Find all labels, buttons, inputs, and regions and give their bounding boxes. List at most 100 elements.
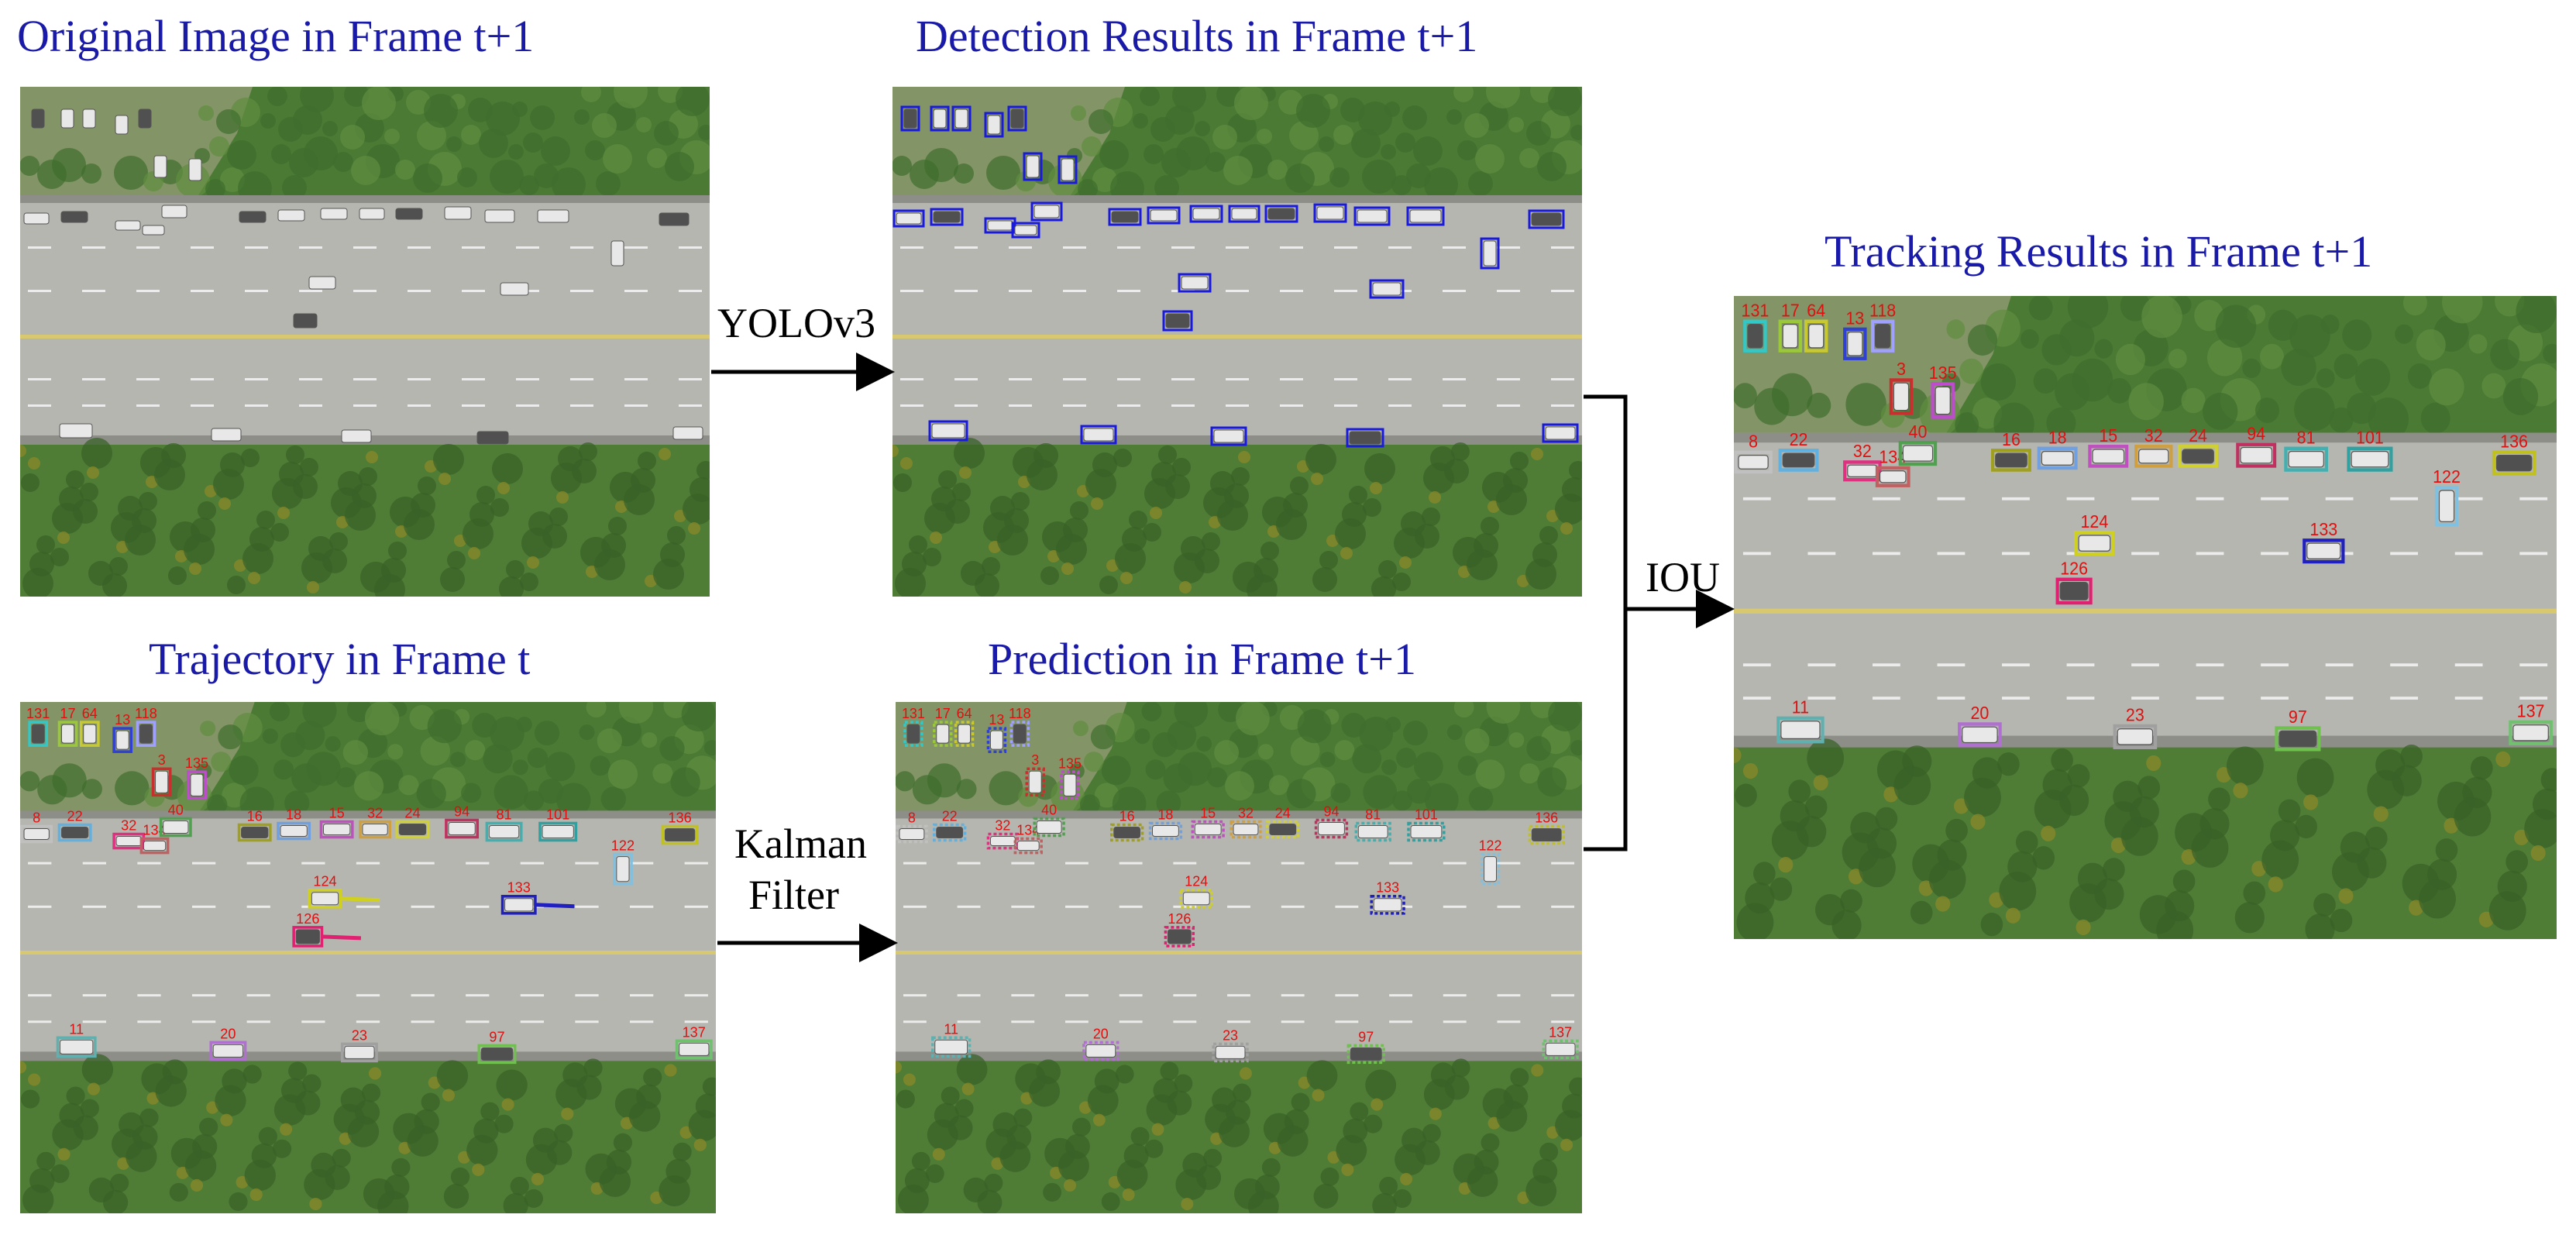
vehicle <box>2092 449 2125 464</box>
track-id-label: 97 <box>489 1029 504 1044</box>
vehicle <box>936 724 950 744</box>
vehicle <box>1545 426 1576 440</box>
track-box <box>954 721 975 747</box>
track-box <box>151 767 172 797</box>
track-box <box>209 1041 247 1061</box>
vehicle <box>115 115 129 135</box>
track-id-label: 118 <box>135 706 157 721</box>
track-box <box>340 1042 378 1063</box>
vehicle <box>2438 490 2455 523</box>
track-box <box>931 1036 972 1058</box>
vehicle <box>211 428 242 442</box>
vehicle <box>60 724 75 744</box>
vehicle <box>2495 454 2533 472</box>
track-box <box>1212 1042 1249 1063</box>
track-id-label: 11 <box>69 1021 84 1037</box>
vehicle <box>1167 929 1192 944</box>
title-tracking: Tracking Results in Frame t+1 <box>1825 226 2373 277</box>
track-box <box>1898 441 1938 466</box>
track-box <box>538 821 578 842</box>
vehicle <box>2240 446 2273 464</box>
track-box <box>112 832 146 850</box>
vehicle <box>1318 821 1345 836</box>
detection-box <box>930 105 950 132</box>
track-id-label: 101 <box>2356 428 2384 448</box>
track-box <box>319 820 354 839</box>
vehicle <box>1847 332 1863 356</box>
vehicle <box>664 827 696 842</box>
track-id-label: 94 <box>454 803 469 819</box>
vehicle <box>398 823 427 836</box>
vehicle <box>1233 823 1259 836</box>
vehicle <box>2182 449 2214 464</box>
track-box <box>1164 926 1195 948</box>
vehicle <box>1410 824 1443 839</box>
track-id-label: 40 <box>168 802 184 817</box>
vehicle <box>2059 581 2089 600</box>
track-id-label: 136 <box>668 810 691 826</box>
track-id-label: 15 <box>329 806 345 821</box>
vehicle <box>1782 452 1815 468</box>
track-box <box>1009 721 1030 747</box>
track-id-label: 22 <box>67 809 83 824</box>
vehicle <box>1215 1045 1246 1059</box>
label-iou: IOU <box>1646 554 1720 600</box>
vehicle <box>241 826 269 839</box>
track-box <box>57 823 92 842</box>
vehicle <box>1962 726 1998 744</box>
track-id-label: 81 <box>496 807 511 823</box>
track-id-label: 22 <box>1790 429 1808 449</box>
track-id-label: 16 <box>247 809 263 824</box>
track-id-label: 13 <box>1845 308 1864 329</box>
vehicle <box>484 209 515 223</box>
detection-box <box>1542 423 1579 443</box>
vehicle <box>31 724 45 744</box>
track-id-label: 11 <box>1792 697 1809 717</box>
vehicle <box>1269 823 1297 836</box>
vehicle <box>59 1039 94 1054</box>
track-box <box>2284 446 2328 472</box>
vehicle <box>295 929 320 944</box>
vehicle <box>1165 313 1190 329</box>
track-id-label: 64 <box>1807 301 1825 321</box>
vehicle <box>60 826 89 839</box>
vehicle <box>1879 470 1907 483</box>
track-id-label: 20 <box>1970 704 1989 724</box>
track-id-label: 3 <box>1897 359 1906 380</box>
track-box <box>56 1036 97 1058</box>
vehicle <box>1373 898 1402 912</box>
detection-box <box>892 209 925 228</box>
track-box <box>1870 319 1895 353</box>
track-box <box>1889 378 1914 415</box>
track-id-label: 3 <box>1031 752 1039 768</box>
track-id-label: 101 <box>546 807 569 823</box>
track-box <box>139 837 170 855</box>
track-id-label: 24 <box>404 806 420 821</box>
detection-box <box>1023 152 1043 181</box>
vehicle <box>989 836 1016 847</box>
vehicle <box>1033 205 1060 218</box>
track-id-label: 118 <box>1009 706 1031 721</box>
track-id-label: 17 <box>1781 301 1800 321</box>
detection-box <box>1369 279 1405 299</box>
track-box <box>2275 726 2321 752</box>
vehicle <box>60 211 88 223</box>
vehicle <box>359 208 385 220</box>
vehicle <box>1484 856 1497 882</box>
track-id-label: 23 <box>1223 1027 1238 1043</box>
track-id-label: 23 <box>352 1027 367 1043</box>
track-box <box>28 721 49 747</box>
track-box <box>1528 824 1565 845</box>
track-id-label: 32 <box>1853 442 1872 462</box>
detection-box <box>951 105 972 132</box>
vehicle <box>139 724 153 744</box>
vehicle <box>1874 323 1891 349</box>
vehicle <box>23 827 50 841</box>
vehicle <box>1016 841 1040 851</box>
track-box <box>2088 445 2129 468</box>
vehicle <box>1531 827 1562 842</box>
track-box <box>112 727 133 753</box>
vehicle <box>212 1044 244 1058</box>
track-id-label: 40 <box>1041 802 1057 817</box>
